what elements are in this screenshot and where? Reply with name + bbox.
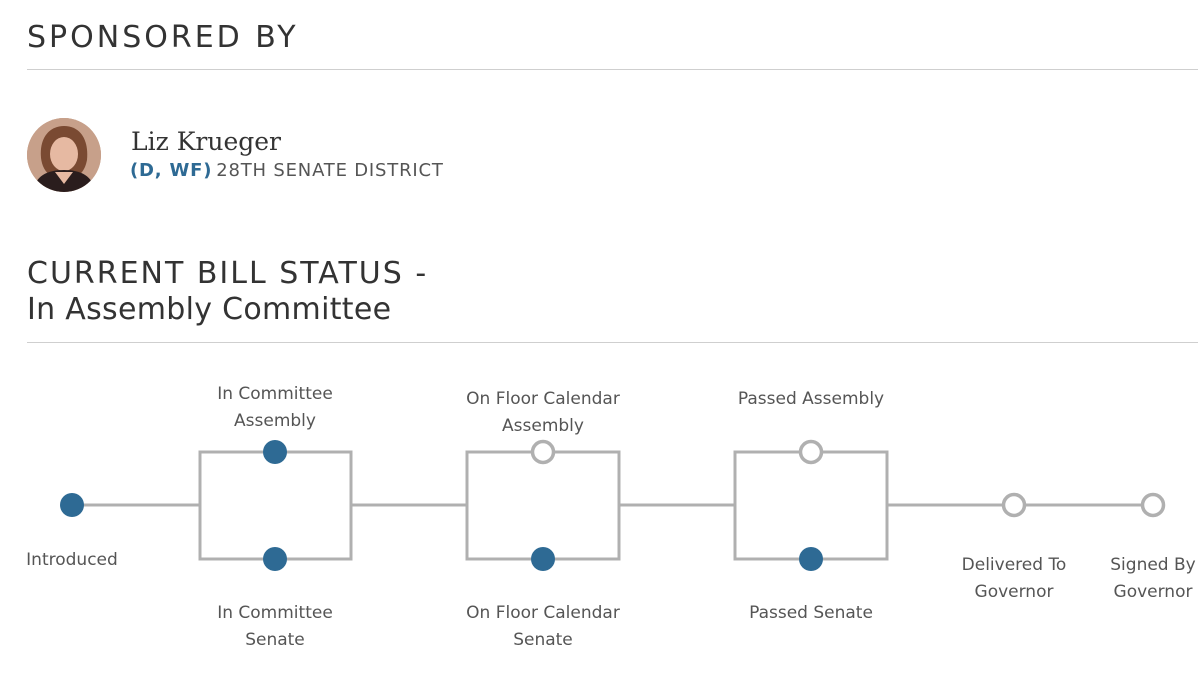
sponsor-district[interactable]: 28TH SENATE DISTRICT [216,160,444,181]
stage-label-line: On Floor Calendar [466,389,620,409]
section-title-bill-status: CURRENT BILL STATUS - In Assembly Commit… [27,256,428,328]
divider [27,69,1198,70]
bill-status-heading: CURRENT BILL STATUS - [27,256,429,291]
stage-node-committee-assembly[interactable] [263,440,287,464]
stage-label-signed-governor: Signed By Governor [1053,552,1200,606]
stage-label-line: Governor [974,582,1054,602]
sponsor-name[interactable]: Liz Krueger [131,127,281,156]
committee-box [198,450,353,561]
stage-node-passed-senate[interactable] [799,547,823,571]
stage-label-line: Assembly [234,411,316,431]
sponsor-party: (D, WF) [130,160,213,181]
stage-label-introduced: Introduced [0,547,172,574]
stage-node-signed-governor[interactable] [1140,492,1166,518]
stage-node-floor-assembly[interactable] [530,439,556,465]
stage-label-line: Assembly [502,416,584,436]
divider [27,342,1198,343]
stage-label-line: Introduced [26,550,118,570]
bill-status-current: In Assembly Committee [27,292,392,327]
stage-label-line: Senate [245,630,305,650]
stage-label-line: Passed Senate [749,603,873,623]
stage-label-line: In Committee [217,603,333,623]
passed-box [733,450,889,561]
stage-label-line: On Floor Calendar [466,603,620,623]
sponsor-avatar[interactable] [27,118,101,192]
stage-node-floor-senate[interactable] [531,547,555,571]
stage-node-passed-assembly[interactable] [798,439,824,465]
section-title-sponsored: SPONSORED BY [27,20,299,55]
floor-calendar-box [465,450,621,561]
stage-node-introduced[interactable] [60,493,84,517]
stage-label-line: Governor [1113,582,1193,602]
stage-label-line: In Committee [217,384,333,404]
sponsor-photo [27,118,101,192]
stage-label-line: Passed Assembly [737,389,885,409]
stage-label-line: Delivered To [961,555,1067,575]
stage-node-delivered-governor[interactable] [1001,492,1027,518]
sponsor-meta: (D, WF)28TH SENATE DISTRICT [130,160,444,181]
stage-label-passed-senate: Passed Senate [711,600,911,627]
stage-node-committee-senate[interactable] [263,547,287,571]
stage-label-line: Senate [513,630,573,650]
stage-label-line: Signed By [1110,555,1196,575]
stage-label-passed-assembly: Passed Assembly [711,386,911,413]
stage-label-delivered-governor: Delivered To Governor [914,552,1114,606]
